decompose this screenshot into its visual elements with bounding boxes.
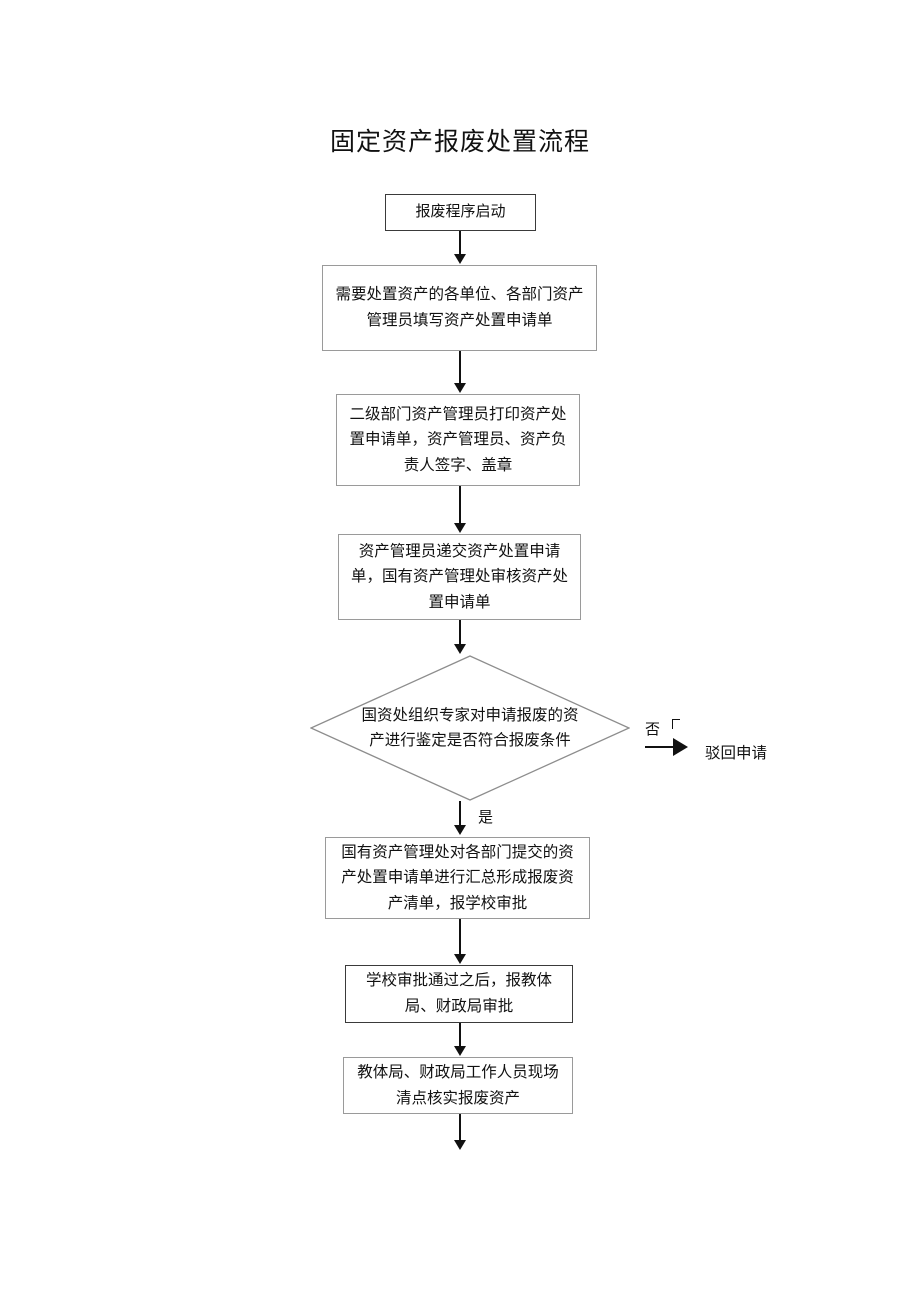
arrowhead-onsite-outgoing	[454, 1140, 466, 1150]
connector-print-to-submit	[459, 486, 461, 525]
connector-decision-to-reject	[645, 746, 675, 748]
flow-node-start[interactable]: 报废程序启动	[385, 194, 536, 231]
bracket-tick-icon	[672, 719, 680, 729]
flow-node-summary-label: 国有资产管理处对各部门提交的资产处置申请单进行汇总形成报废资产清单，报学校审批	[341, 843, 574, 912]
flow-node-onsite-verification-label: 教体局、财政局工作人员现场清点核实报废资产	[357, 1063, 559, 1107]
connector-submit-to-decision	[459, 620, 461, 646]
branch-label-no: 否	[645, 722, 661, 738]
flow-node-decision-label: 国资处组织专家对申请报废的资产进行鉴定是否符合报废条件	[361, 706, 579, 749]
arrowhead-bureau-to-onsite	[454, 1046, 466, 1056]
branch-label-yes: 是	[478, 810, 494, 826]
flow-node-submit-review[interactable]: 资产管理员递交资产处置申请单，国有资产管理处审核资产处置申请单	[338, 534, 581, 620]
flow-node-fill-application-label: 需要处置资产的各单位、各部门资产管理员填写资产处置申请单	[335, 286, 584, 329]
diamond-shape-icon	[310, 655, 630, 801]
connector-fill-to-print	[459, 351, 461, 385]
flow-node-submit-review-label: 资产管理员递交资产处置申请单，国有资产管理处审核资产处置申请单	[350, 542, 568, 611]
arrowhead-decision-to-reject	[673, 738, 688, 756]
connector-bureau-to-onsite	[459, 1023, 461, 1048]
arrowhead-fill-to-print	[454, 383, 466, 393]
arrowhead-decision-to-summary	[454, 825, 466, 835]
flow-node-print-sign-label: 二级部门资产管理员打印资产处置申请单，资产管理员、资产负责人签字、盖章	[349, 405, 567, 474]
connector-summary-to-bureau	[459, 919, 461, 956]
flow-node-bureau-approval[interactable]: 学校审批通过之后，报教体局、财政局审批	[345, 965, 573, 1023]
flow-node-bureau-approval-label: 学校审批通过之后，报教体局、财政局审批	[365, 972, 552, 1015]
arrowhead-print-to-submit	[454, 523, 466, 533]
connector-start-to-fill	[459, 231, 461, 256]
arrowhead-submit-to-decision	[454, 644, 466, 654]
flow-node-decision[interactable]: 国资处组织专家对申请报废的资产进行鉴定是否符合报废条件	[310, 655, 630, 801]
arrowhead-summary-to-bureau	[454, 954, 466, 964]
flow-node-reject[interactable]: 驳回申请	[705, 745, 768, 762]
arrowhead-start-to-fill	[454, 254, 466, 264]
flow-node-start-label: 报废程序启动	[415, 204, 506, 221]
connector-decision-to-summary	[459, 801, 461, 827]
flow-node-fill-application[interactable]: 需要处置资产的各单位、各部门资产管理员填写资产处置申请单	[322, 265, 597, 351]
flow-node-summary[interactable]: 国有资产管理处对各部门提交的资产处置申请单进行汇总形成报废资产清单，报学校审批	[325, 837, 590, 919]
connector-onsite-outgoing	[459, 1114, 461, 1142]
page-title: 固定资产报废处置流程	[329, 129, 590, 156]
flow-node-print-sign[interactable]: 二级部门资产管理员打印资产处置申请单，资产管理员、资产负责人签字、盖章	[336, 394, 580, 486]
flow-node-onsite-verification[interactable]: 教体局、财政局工作人员现场清点核实报废资产	[343, 1057, 573, 1114]
